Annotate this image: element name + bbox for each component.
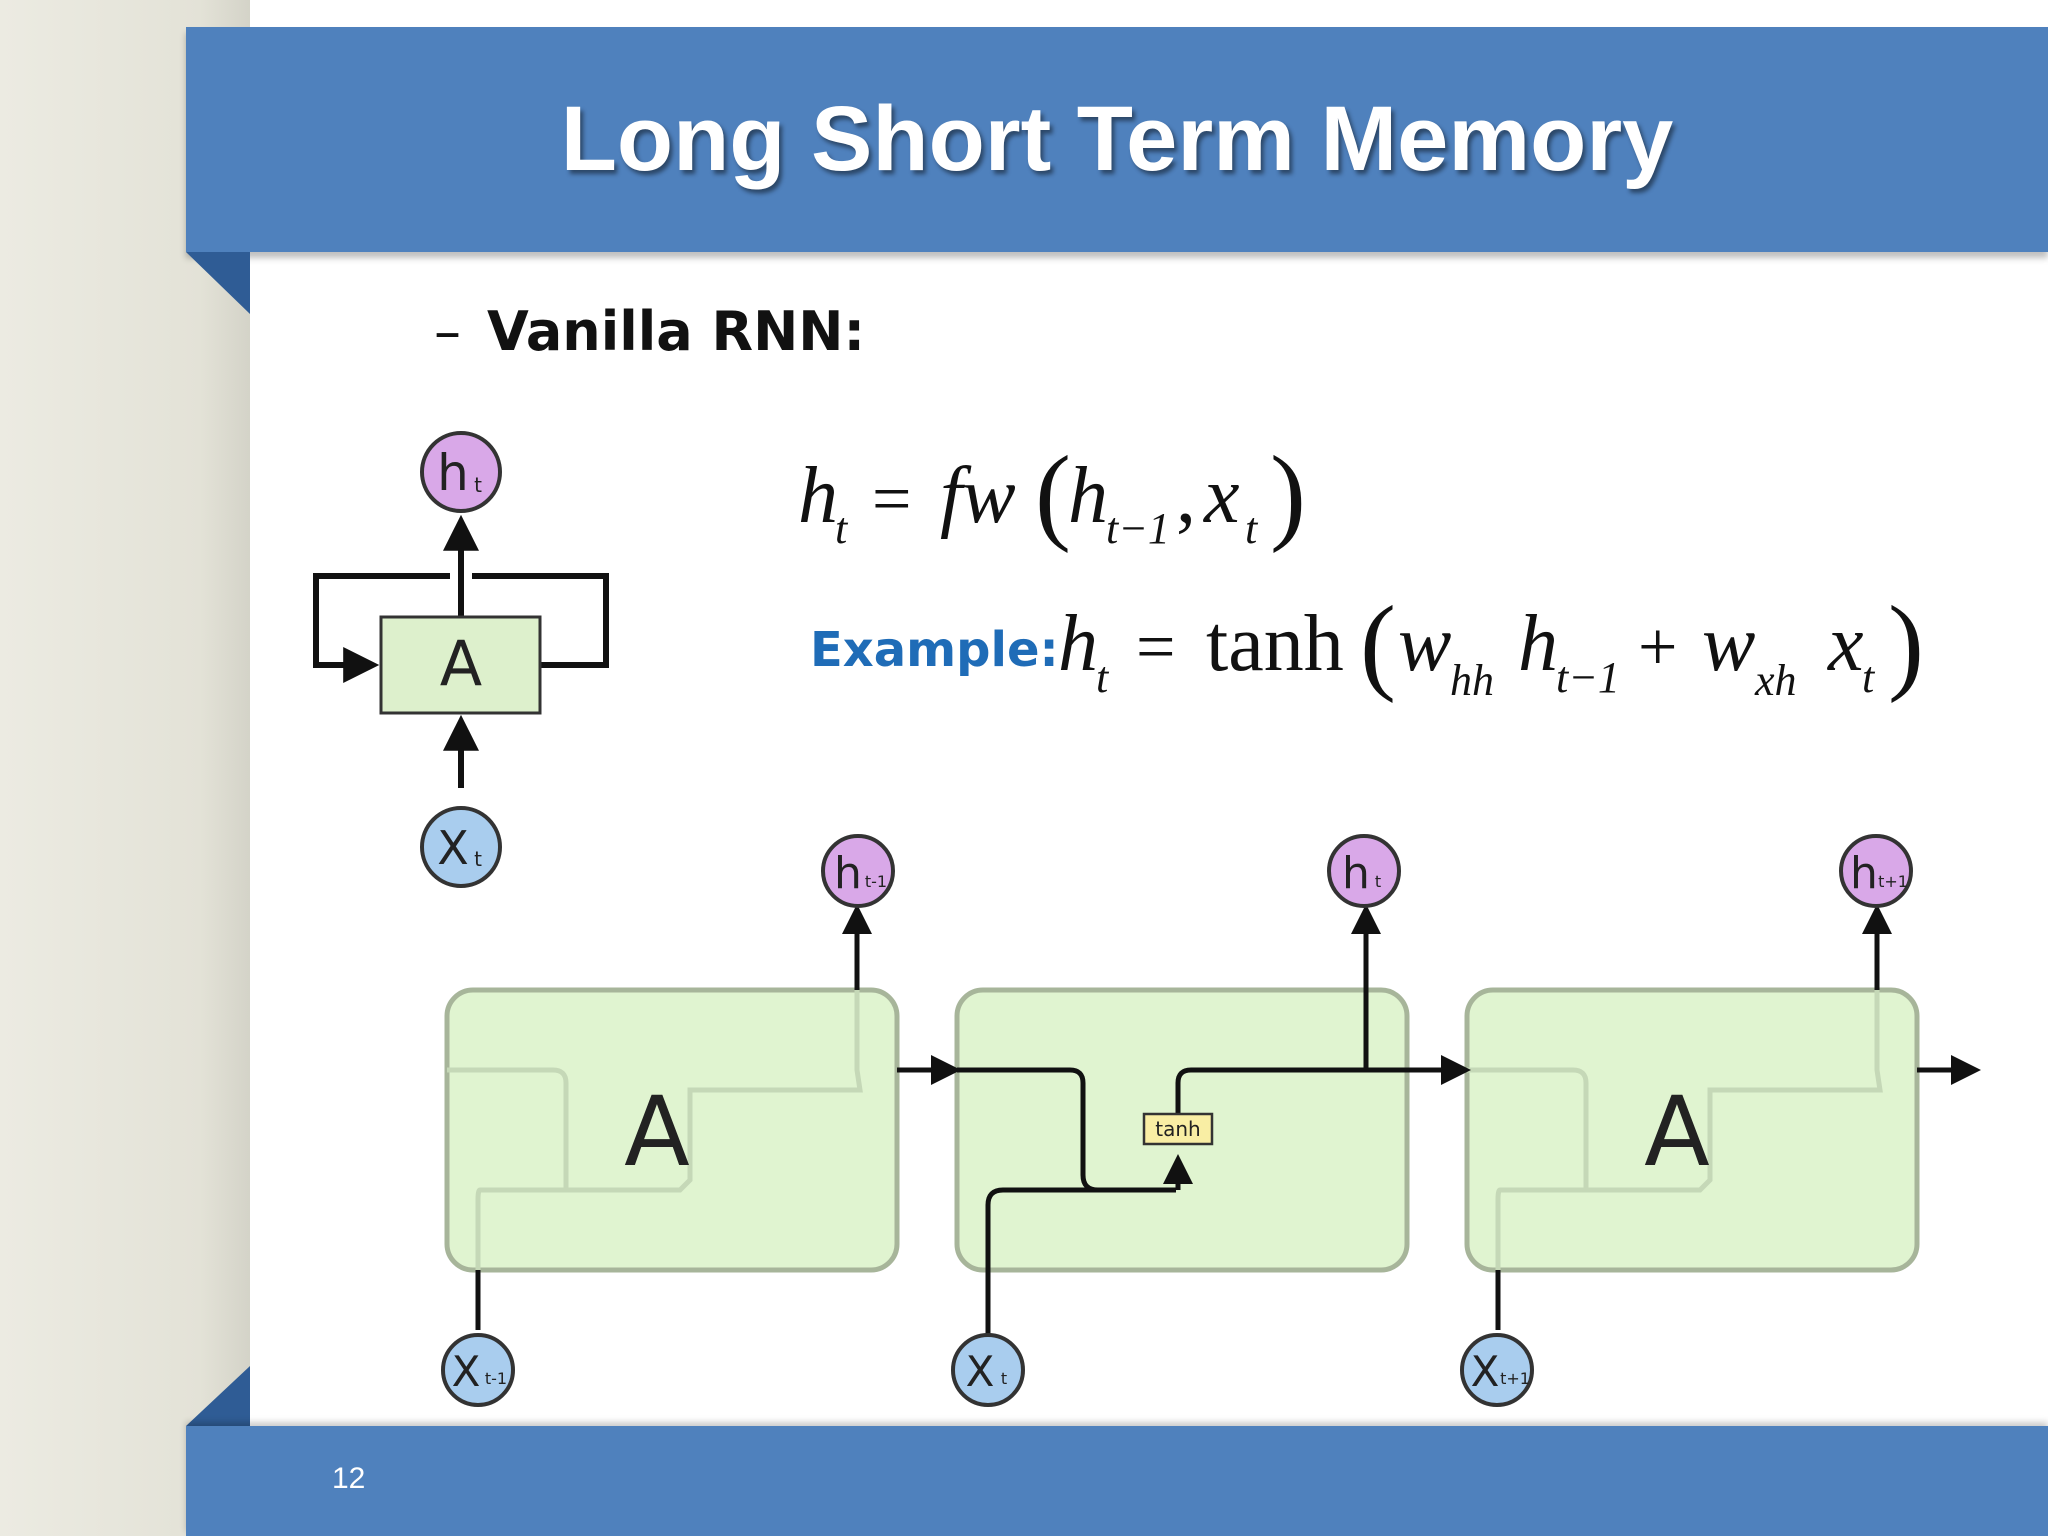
output-prev-sub: t-1 bbox=[865, 872, 887, 891]
input-node-next bbox=[1460, 1333, 1534, 1407]
input-current-main: X bbox=[966, 1347, 995, 1396]
f2-w2-sub: xh bbox=[1754, 656, 1797, 705]
f1-comma: , bbox=[1176, 452, 1196, 540]
output-next-sub: t+1 bbox=[1878, 872, 1908, 891]
cell-prev-label: A bbox=[624, 1076, 690, 1188]
rolled-input-main: X bbox=[437, 821, 469, 875]
output-node-prev bbox=[821, 834, 895, 908]
input-prev-sub: t-1 bbox=[485, 1369, 507, 1388]
f2-w2: w bbox=[1702, 600, 1755, 688]
f1-arg1-sub: t−1 bbox=[1106, 504, 1170, 553]
input-node-prev bbox=[441, 1333, 515, 1407]
output-current-sub: t bbox=[1375, 872, 1381, 891]
f2-eq: = bbox=[1136, 609, 1175, 686]
rolled-loop-left bbox=[313, 573, 450, 683]
tanh-box bbox=[1142, 1112, 1214, 1146]
f2-h-sub: t−1 bbox=[1556, 653, 1620, 702]
cell-next bbox=[1464, 987, 1920, 1273]
slide-title: Long Short Term Memory bbox=[560, 88, 1674, 190]
cell-next-label: A bbox=[1644, 1076, 1710, 1188]
cell-prev bbox=[444, 987, 900, 1273]
f1-arg2-sub: t bbox=[1245, 504, 1259, 553]
input-current-sub: t bbox=[1001, 1369, 1007, 1388]
footer-band-fold bbox=[186, 1366, 250, 1426]
f1-lparen: ( bbox=[1035, 435, 1071, 554]
f2-w1-sub: hh bbox=[1450, 656, 1494, 705]
footer-band bbox=[186, 1426, 2048, 1536]
output-current-main: h bbox=[1342, 848, 1370, 899]
rolled-cell-label: A bbox=[440, 627, 482, 700]
rolled-loop-right bbox=[472, 573, 609, 668]
formula-example: h t = tanh ( w hh h t−1 + w xh x t ) bbox=[1058, 585, 1924, 705]
title-band bbox=[186, 27, 2048, 252]
f2-rparen: ) bbox=[1888, 585, 1924, 704]
cell-prev-faded-path-2 bbox=[566, 990, 863, 1193]
f2-w1: w bbox=[1398, 600, 1451, 688]
f2-x-sub: t bbox=[1862, 653, 1876, 702]
rolled-input-sub: t bbox=[474, 847, 482, 871]
f1-eq: = bbox=[872, 461, 911, 538]
f1-fn: fw bbox=[940, 452, 1016, 540]
output-node-current bbox=[1327, 834, 1401, 908]
input-node-current bbox=[951, 1333, 1025, 1407]
f1-lhs: h bbox=[798, 452, 838, 540]
f1-rparen: ) bbox=[1270, 435, 1306, 554]
f2-fn: tanh bbox=[1206, 600, 1344, 688]
rolled-output-node bbox=[420, 431, 502, 513]
unrolled-rnn: tanh A A h t-1 h t h t+1 X t-1 X t X t+1 bbox=[441, 834, 1981, 1407]
rolled-output-main: h bbox=[437, 444, 469, 502]
output-node-next bbox=[1839, 834, 1913, 908]
tanh-label: tanh bbox=[1155, 1117, 1200, 1141]
rolled-cell bbox=[379, 615, 542, 715]
output-prev-main: h bbox=[834, 848, 862, 899]
bullet-text: Vanilla RNN: bbox=[487, 300, 866, 363]
title-band-fold bbox=[186, 252, 250, 314]
f2-lparen: ( bbox=[1360, 585, 1396, 704]
input-next-sub: t+1 bbox=[1500, 1369, 1530, 1388]
f2-plus: + bbox=[1638, 609, 1677, 686]
formula-general: h t = fw ( h t−1 , x t ) bbox=[798, 435, 1306, 554]
current-input-path bbox=[985, 1187, 1176, 1365]
bullet-dash: – bbox=[434, 300, 461, 363]
rolled-rnn: A h t X t bbox=[313, 431, 609, 888]
bullet-vanilla-rnn: – Vanilla RNN: bbox=[434, 300, 865, 363]
f2-lhs-sub: t bbox=[1096, 653, 1110, 702]
input-prev-main: X bbox=[452, 1347, 481, 1396]
f2-x: x bbox=[1827, 600, 1864, 688]
cell-next-faded-path-2 bbox=[1586, 990, 1883, 1193]
page-number: 12 bbox=[332, 1462, 366, 1495]
f1-arg1: h bbox=[1068, 452, 1108, 540]
input-next-main: X bbox=[1471, 1347, 1500, 1396]
output-next-main: h bbox=[1850, 848, 1878, 899]
current-tanh-out-path bbox=[1175, 1067, 1366, 1114]
rolled-output-sub: t bbox=[474, 473, 482, 497]
f2-lhs: h bbox=[1058, 600, 1098, 688]
f2-h: h bbox=[1518, 600, 1558, 688]
f1-lhs-sub: t bbox=[835, 504, 849, 553]
rolled-input-node bbox=[420, 806, 502, 888]
example-label: Example: bbox=[810, 622, 1059, 678]
f1-arg2: x bbox=[1203, 452, 1240, 540]
